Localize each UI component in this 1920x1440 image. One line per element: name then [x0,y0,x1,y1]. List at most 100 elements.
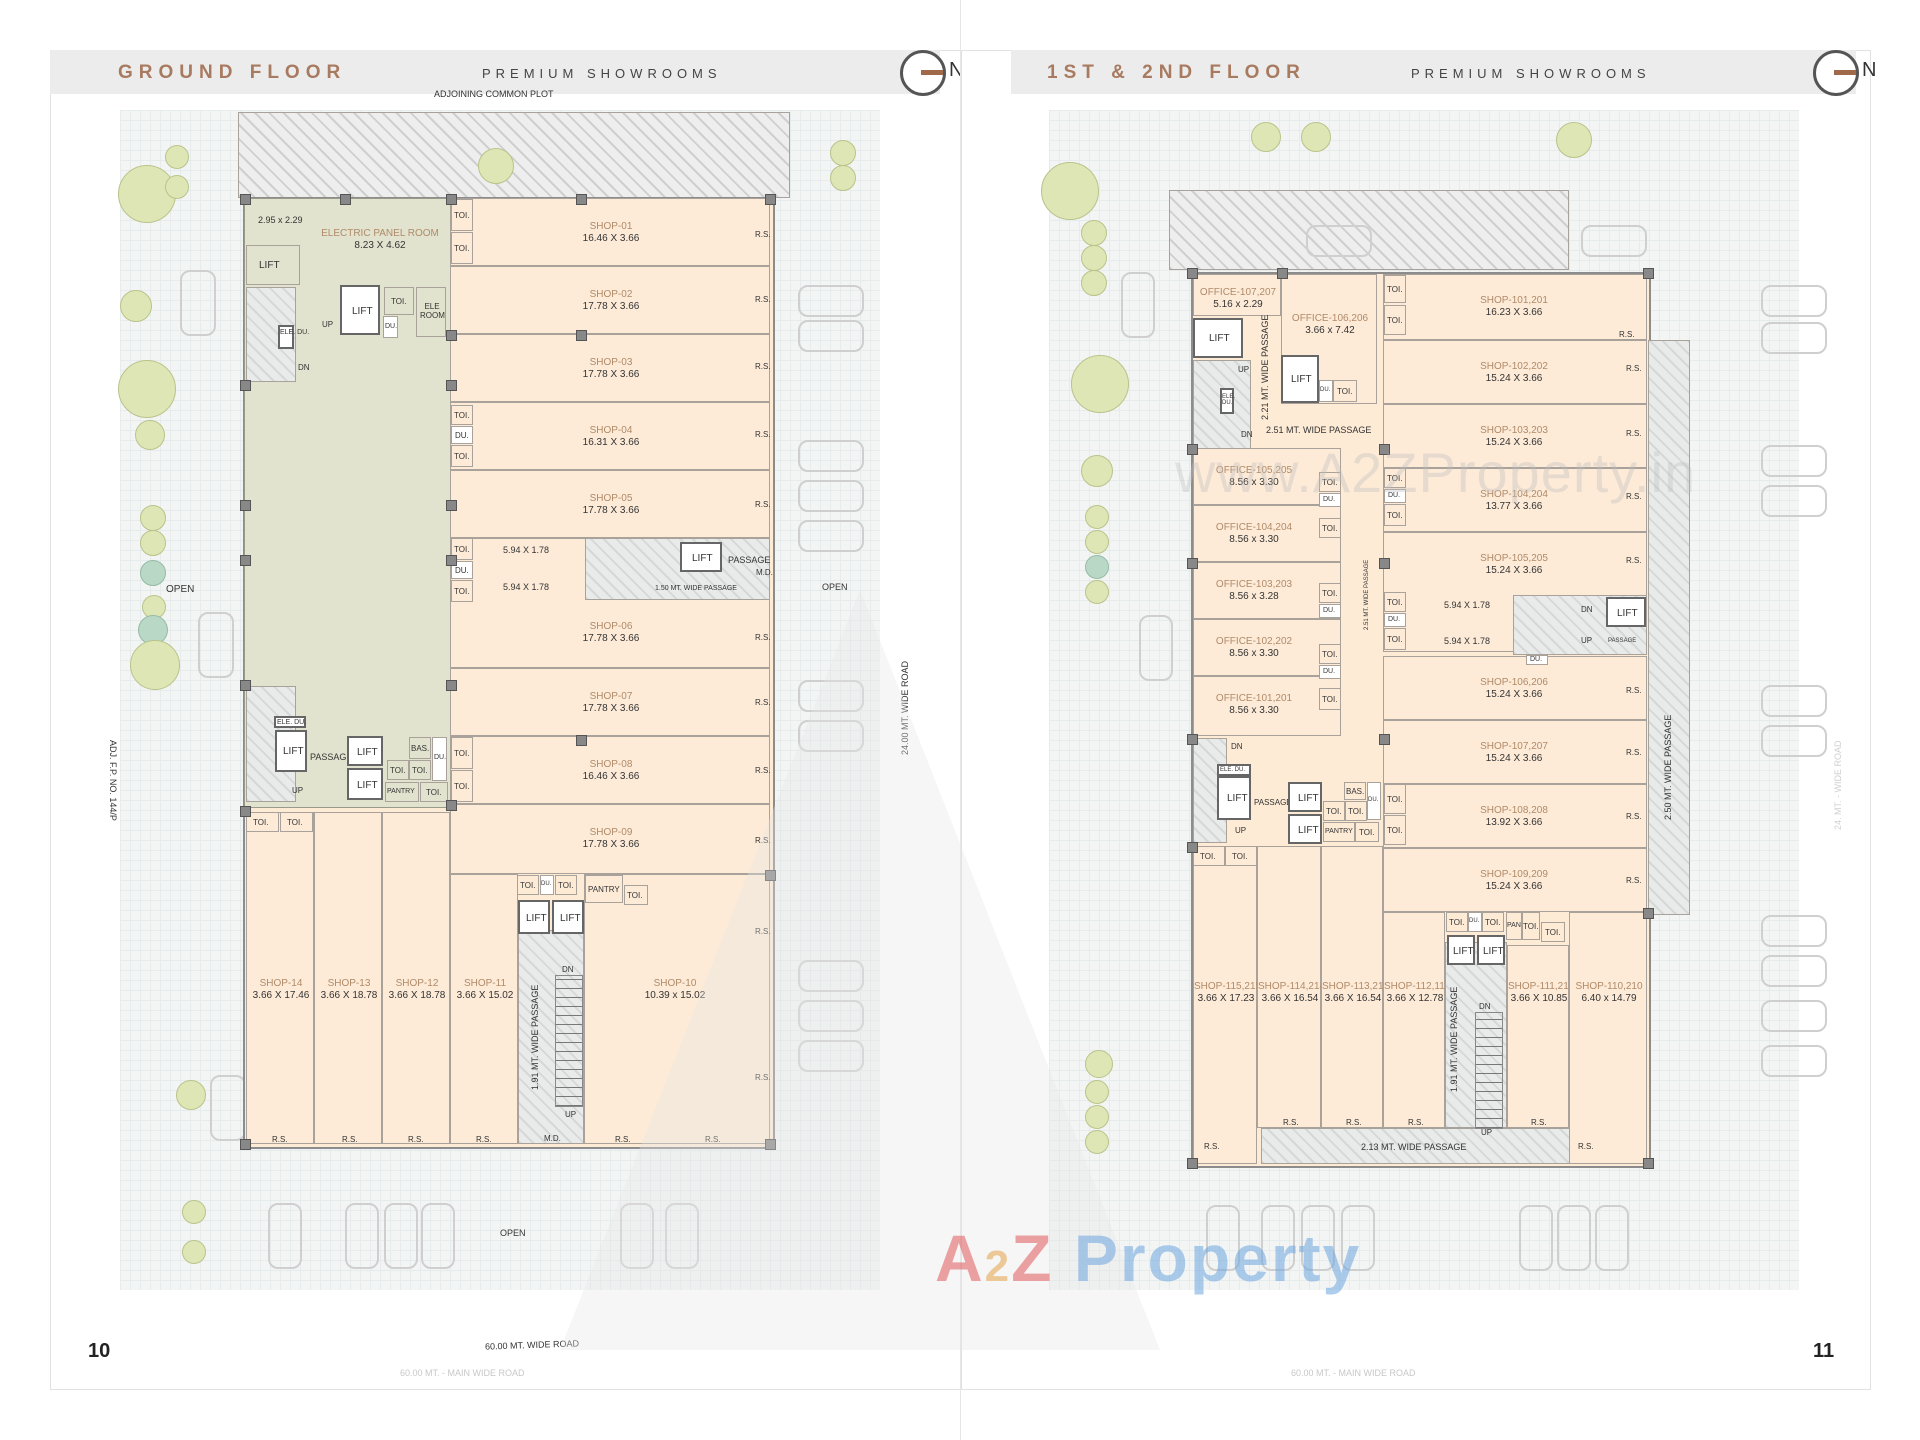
rs-label: R.S. [755,927,771,936]
passage-label: PASSAGE [728,555,771,565]
toilet: TOI. [451,199,473,231]
watermark-url: www.A2ZProperty.in [1175,441,1697,504]
north-compass-icon: N [1813,50,1876,96]
header-band [1011,50,1856,94]
parking-car-icon [345,1203,379,1269]
parking-car-icon [1519,1205,1553,1271]
toilet: TOI. [1384,305,1406,335]
pantry: PANTRY [385,782,419,802]
column-marker [1187,734,1198,745]
adjoining-plot-label: ADJOINING COMMON PLOT [434,89,554,99]
parking-car-icon [798,480,864,512]
column-marker [1187,268,1198,279]
floor-title: 1ST & 2ND FLOOR [1047,62,1306,83]
column-marker [446,380,457,391]
column-marker [340,194,351,205]
pantry: PANTRY [1323,822,1355,842]
parking-car-icon [1557,1205,1591,1271]
open-label: OPEN [822,582,848,592]
up-label: UP [1481,1128,1493,1137]
basin: BAS. [1344,782,1366,800]
dn-label: DN [1231,742,1243,751]
toilet: TOI. [624,885,648,905]
toilet: TOI. [1384,784,1406,814]
tree-icon [118,360,176,418]
parking-car-icon [798,1040,864,1072]
parking-car-icon [421,1203,455,1269]
parking-car-icon [384,1203,418,1269]
rs-label: R.S. [1626,556,1642,565]
lift: LIFT [275,730,307,772]
staircase [555,975,583,1107]
lift: LIFT [1288,782,1322,812]
toilet: TOI. [1355,822,1379,842]
duct: DU. [1367,782,1381,820]
toilet: TOI. [1384,592,1406,612]
lift: LIFT [347,768,383,800]
column-marker [1379,444,1390,455]
ele-du-shaft: ELE. DU. [274,716,306,728]
toilet: TOI. [1333,380,1357,402]
toilet: TOI. [387,760,409,780]
column-marker [1643,908,1654,919]
column-marker [576,194,587,205]
tree-icon [830,140,856,166]
parking-car-icon [1761,322,1827,354]
rs-label: R.S. [1346,1118,1362,1127]
lift-shaft: LIFT [246,245,300,285]
toilet: TOI. [246,812,279,832]
toilet: TOI. [451,232,473,264]
column-marker [446,194,457,205]
parking-car-icon [798,680,864,712]
toilet: TOI. [420,782,448,802]
md-label: M.D. [544,1134,561,1143]
rs-label: R.S. [1626,492,1642,501]
parking-car-icon [798,720,864,752]
tree-icon [140,530,166,556]
toilet: TOI. [1319,518,1341,538]
dn-label: DN [1581,605,1593,614]
column-marker [240,555,251,566]
rs-label: R.S. [1626,686,1642,695]
tree-icon [140,560,166,586]
page-ground-floor: GROUND FLOOR PREMIUM SHOWROOMS N ADJOINI… [50,50,964,1390]
page-first-second-floor: 1ST & 2ND FLOOR PREMIUM SHOWROOMS N 2.50… [960,0,1920,1440]
passage-label: PASSAGE [1608,638,1637,644]
tree-icon [135,420,165,450]
tree-icon [1085,555,1109,579]
tree-icon [1085,1080,1109,1104]
column-marker [240,806,251,817]
